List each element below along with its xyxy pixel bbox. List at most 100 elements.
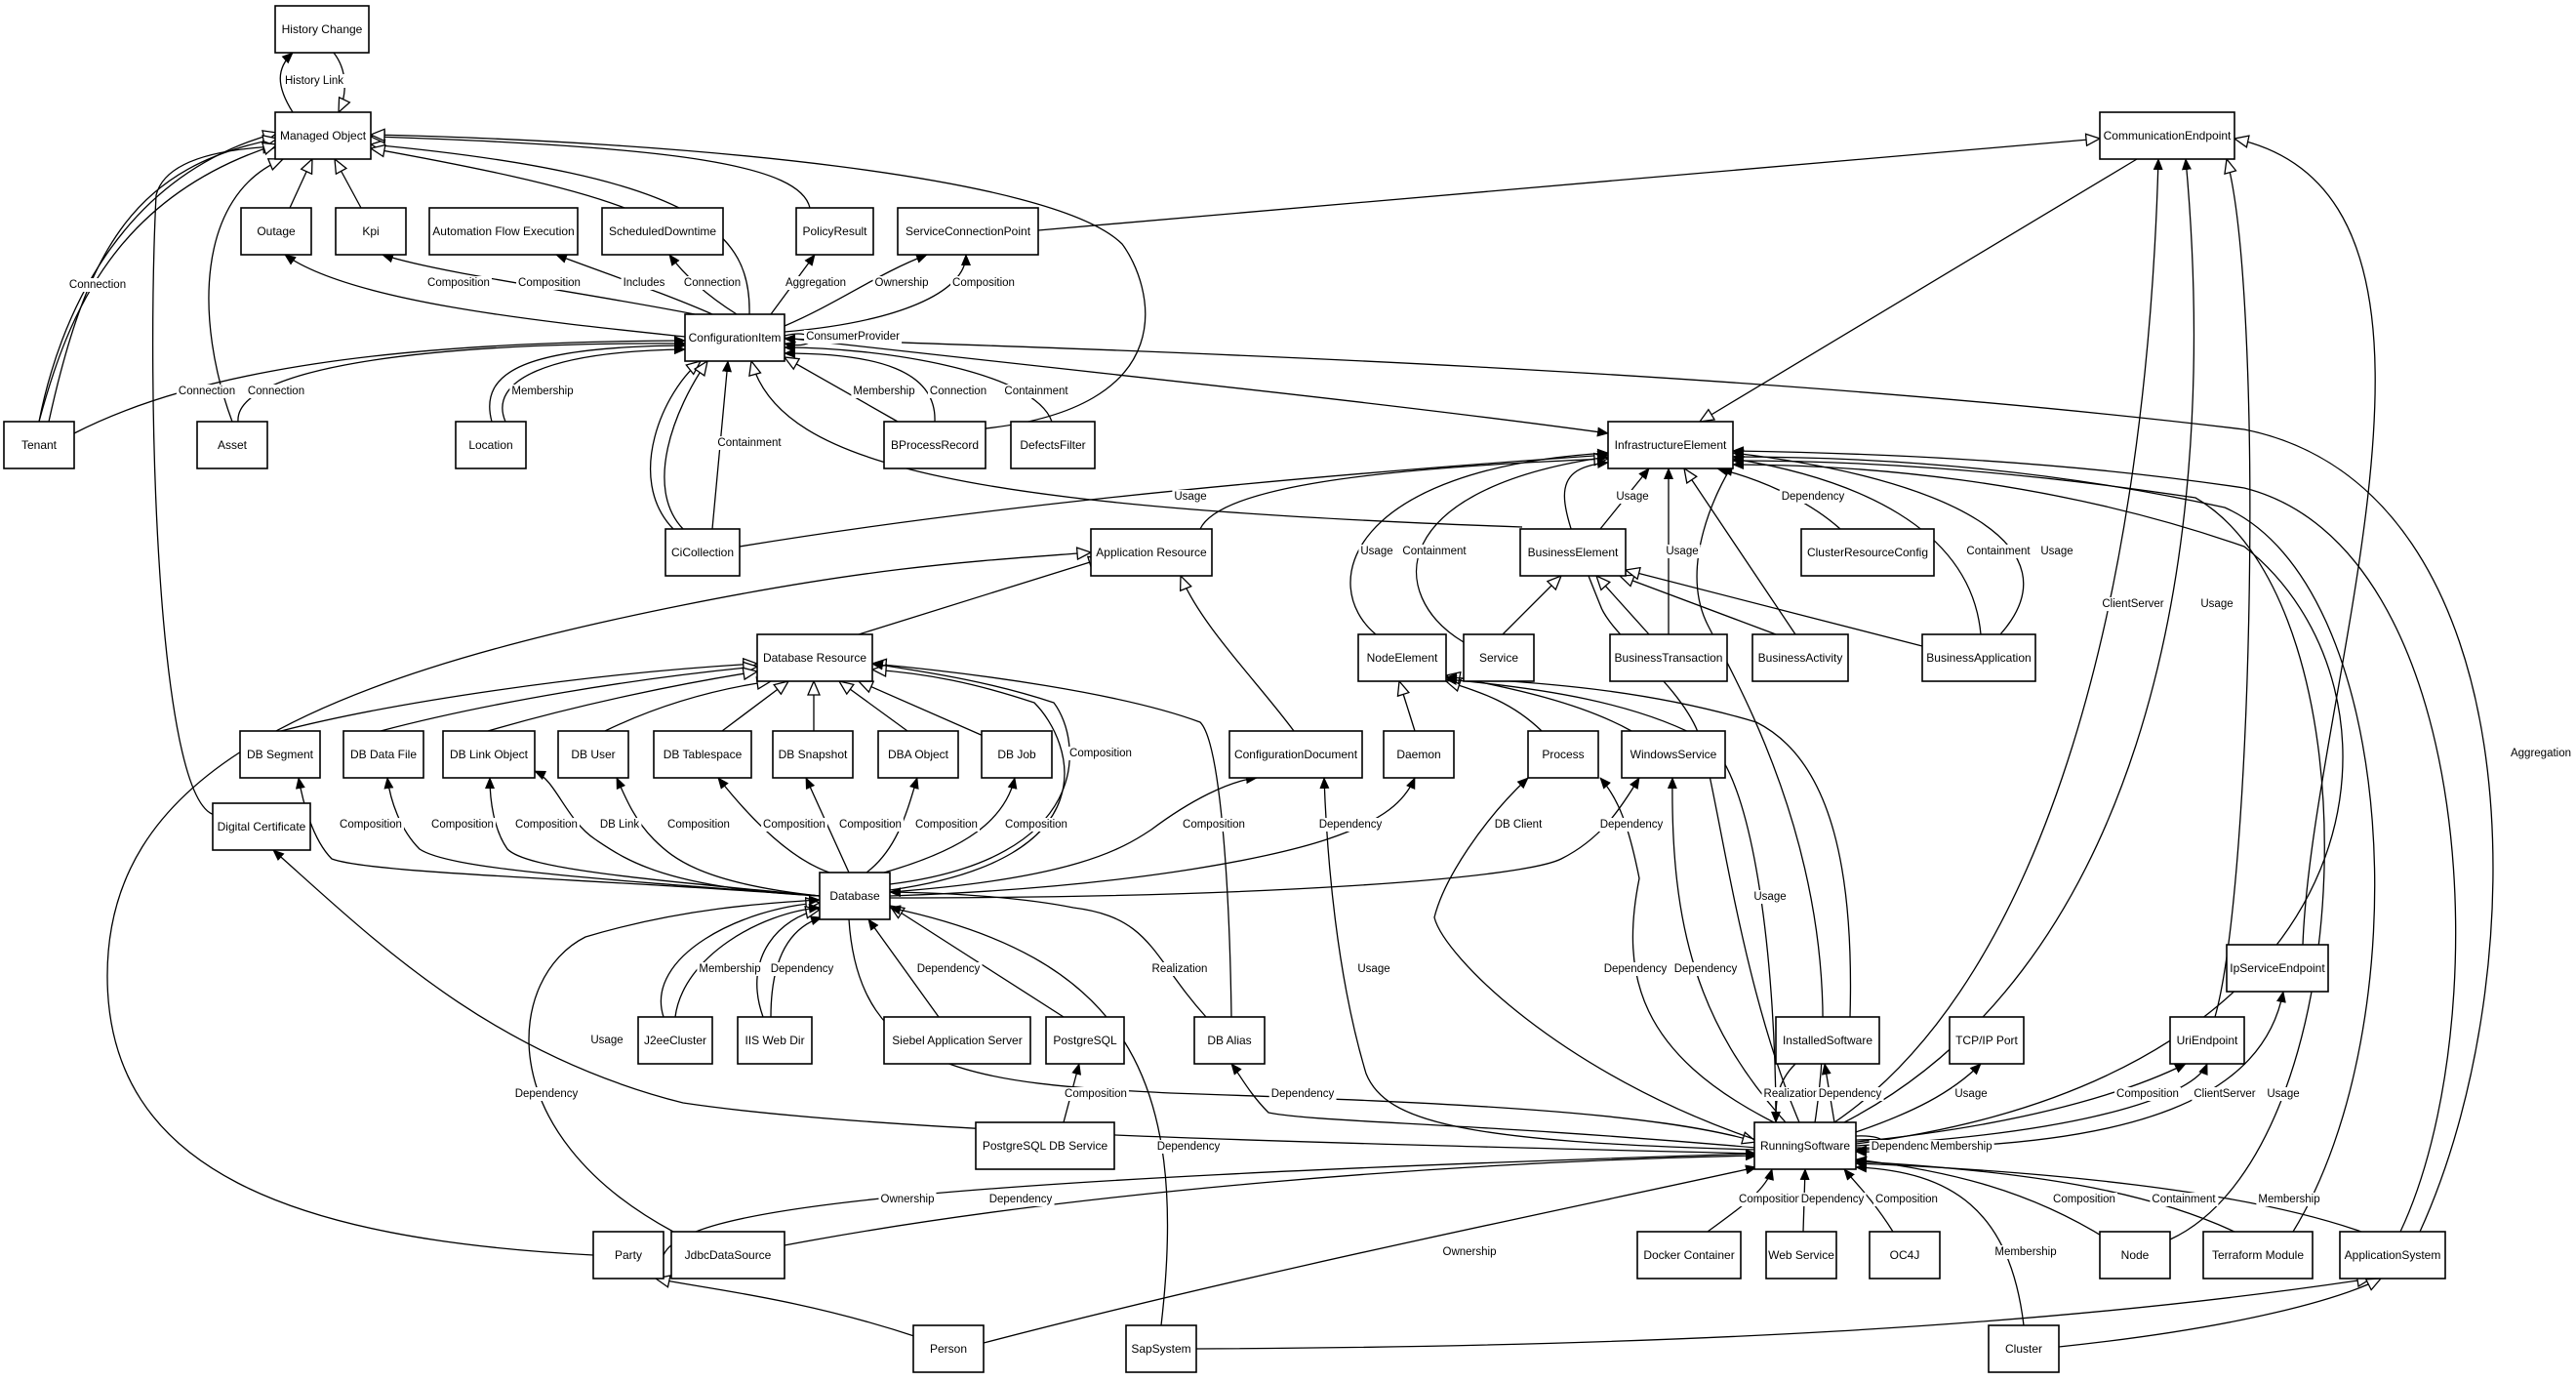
node-oc4j[interactable]: OC4J	[1869, 1231, 1941, 1279]
node-node[interactable]: Node	[2099, 1231, 2171, 1279]
node-box[interactable]	[795, 207, 874, 256]
node-box[interactable]	[1010, 421, 1096, 469]
node-kpi[interactable]: Kpi	[335, 207, 407, 256]
node-bprocess-record[interactable]: BProcessRecord	[883, 421, 986, 469]
node-party[interactable]: Party	[592, 1231, 664, 1279]
node-ip-service-endpoint[interactable]: IpServiceEndpoint	[2226, 944, 2329, 993]
node-box[interactable]	[1383, 730, 1455, 779]
node-box[interactable]	[1357, 633, 1447, 682]
node-db-data-file[interactable]: DB Data File	[342, 730, 424, 779]
node-box[interactable]	[653, 730, 752, 779]
node-box[interactable]	[756, 633, 873, 682]
node-box[interactable]	[1463, 633, 1535, 682]
node-box[interactable]	[1090, 528, 1213, 577]
node-service[interactable]: Service	[1463, 633, 1535, 682]
node-box[interactable]	[2202, 1231, 2314, 1279]
node-db-job[interactable]: DB Job	[981, 730, 1053, 779]
node-db-snapshot[interactable]: DB Snapshot	[772, 730, 854, 779]
node-box[interactable]	[897, 207, 1039, 256]
node-business-transaction[interactable]: BusinessTransaction	[1609, 633, 1728, 682]
node-installed-software[interactable]: InstalledSoftware	[1775, 1016, 1880, 1065]
node-communication-endpoint[interactable]: CommunicationEndpoint	[2099, 111, 2235, 160]
node-running-software[interactable]: RunningSoftware	[1753, 1121, 1857, 1170]
node-box[interactable]	[981, 730, 1053, 779]
node-box[interactable]	[2169, 1016, 2245, 1065]
node-box[interactable]	[274, 5, 370, 54]
node-db-tablespace[interactable]: DB Tablespace	[653, 730, 752, 779]
node-box[interactable]	[212, 802, 311, 851]
node-box[interactable]	[737, 1016, 813, 1065]
node-box[interactable]	[592, 1231, 664, 1279]
node-business-application[interactable]: BusinessApplication	[1921, 633, 2036, 682]
node-box[interactable]	[2099, 111, 2235, 160]
node-ci-collection[interactable]: CiCollection	[664, 528, 741, 577]
node-box[interactable]	[1765, 1231, 1837, 1279]
node-box[interactable]	[664, 528, 741, 577]
node-box[interactable]	[912, 1324, 985, 1373]
node-asset[interactable]: Asset	[196, 421, 268, 469]
node-box[interactable]	[2339, 1231, 2446, 1279]
node-infrastructure-element[interactable]: InfrastructureElement	[1607, 421, 1734, 469]
node-box[interactable]	[274, 111, 372, 160]
node-location[interactable]: Location	[455, 421, 527, 469]
node-box[interactable]	[2226, 944, 2329, 993]
node-box[interactable]	[1753, 1121, 1857, 1170]
node-box[interactable]	[1527, 730, 1599, 779]
node-box[interactable]	[883, 1016, 1031, 1065]
node-box[interactable]	[1228, 730, 1363, 779]
node-database-resource[interactable]: Database Resource	[756, 633, 873, 682]
node-tenant[interactable]: Tenant	[3, 421, 75, 469]
node-box[interactable]	[772, 730, 854, 779]
node-box[interactable]	[877, 730, 959, 779]
node-box[interactable]	[1988, 1324, 2060, 1373]
node-application-system[interactable]: ApplicationSystem	[2339, 1231, 2446, 1279]
node-service-connection-point[interactable]: ServiceConnectionPoint	[897, 207, 1039, 256]
node-box[interactable]	[819, 872, 891, 920]
node-cluster[interactable]: Cluster	[1988, 1324, 2060, 1373]
node-box[interactable]	[1921, 633, 2036, 682]
node-defects-filter[interactable]: DefectsFilter	[1010, 421, 1096, 469]
node-box[interactable]	[883, 421, 986, 469]
node-box[interactable]	[442, 730, 536, 779]
node-database[interactable]: Database	[819, 872, 891, 920]
node-box[interactable]	[342, 730, 424, 779]
node-box[interactable]	[975, 1121, 1115, 1170]
node-box[interactable]	[1869, 1231, 1941, 1279]
node-automation-flow-execution[interactable]: Automation Flow Execution	[428, 207, 579, 256]
node-tcpip-port[interactable]: TCP/IP Port	[1949, 1016, 2025, 1065]
node-business-element[interactable]: BusinessElement	[1519, 528, 1627, 577]
node-box[interactable]	[335, 207, 407, 256]
node-uri-endpoint[interactable]: UriEndpoint	[2169, 1016, 2245, 1065]
node-policy-result[interactable]: PolicyResult	[795, 207, 874, 256]
node-box[interactable]	[1125, 1324, 1197, 1373]
node-configuration-item[interactable]: ConfigurationItem	[684, 313, 785, 362]
node-box[interactable]	[601, 207, 724, 256]
node-jdbc-data-source[interactable]: JdbcDataSource	[670, 1231, 785, 1279]
node-box[interactable]	[240, 207, 312, 256]
node-business-activity[interactable]: BusinessActivity	[1751, 633, 1849, 682]
node-postgresql-db-service[interactable]: PostgreSQL DB Service	[975, 1121, 1115, 1170]
node-process[interactable]: Process	[1527, 730, 1599, 779]
node-box[interactable]	[455, 421, 527, 469]
node-box[interactable]	[2099, 1231, 2171, 1279]
node-node-element[interactable]: NodeElement	[1357, 633, 1447, 682]
node-j2ee-cluster[interactable]: J2eeCluster	[637, 1016, 713, 1065]
node-box[interactable]	[637, 1016, 713, 1065]
node-box[interactable]	[428, 207, 579, 256]
node-application-resource[interactable]: Application Resource	[1090, 528, 1213, 577]
node-siebel-application-server[interactable]: Siebel Application Server	[883, 1016, 1031, 1065]
node-box[interactable]	[1607, 421, 1734, 469]
node-box[interactable]	[1519, 528, 1627, 577]
node-box[interactable]	[1949, 1016, 2025, 1065]
node-db-alias[interactable]: DB Alias	[1193, 1016, 1266, 1065]
node-box[interactable]	[1636, 1231, 1742, 1279]
node-sap-system[interactable]: SapSystem	[1125, 1324, 1197, 1373]
node-daemon[interactable]: Daemon	[1383, 730, 1455, 779]
node-box[interactable]	[1609, 633, 1728, 682]
node-managed-object[interactable]: Managed Object	[274, 111, 372, 160]
node-web-service[interactable]: Web Service	[1765, 1231, 1837, 1279]
node-digital-certificate[interactable]: Digital Certificate	[212, 802, 311, 851]
node-scheduled-downtime[interactable]: ScheduledDowntime	[601, 207, 724, 256]
node-db-link-object[interactable]: DB Link Object	[442, 730, 536, 779]
node-windows-service[interactable]: WindowsService	[1621, 730, 1726, 779]
